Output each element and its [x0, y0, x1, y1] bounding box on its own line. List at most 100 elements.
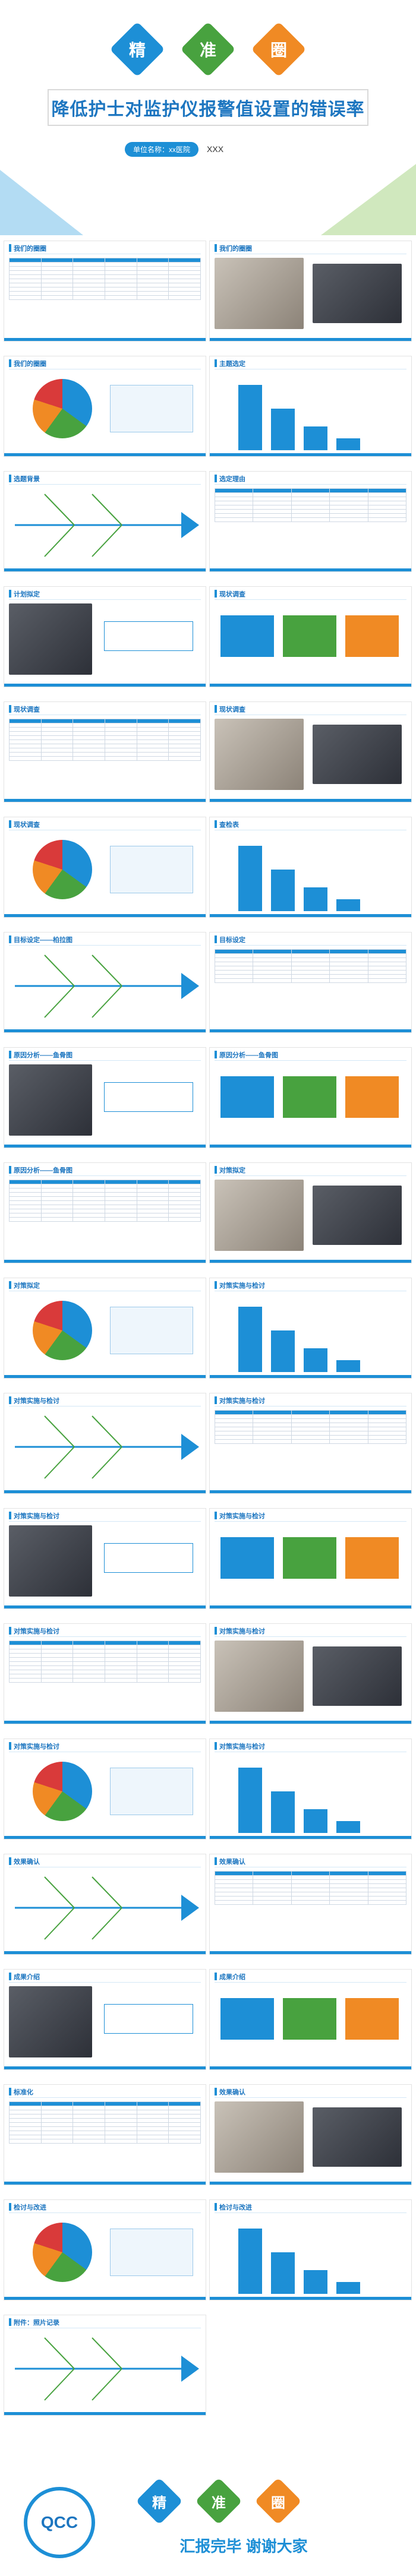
table-cell: [104, 1645, 137, 1649]
table-cell: [253, 1875, 292, 1880]
table-cell: [9, 283, 42, 287]
table-cell: [104, 1213, 137, 1218]
table-cell: [9, 723, 42, 728]
slide-footer-bar: [4, 1836, 206, 1839]
slide-footer-bar: [4, 1260, 206, 1263]
table-cell: [291, 1410, 330, 1415]
header-accent-bar: [9, 1742, 11, 1750]
table-cell: [367, 492, 407, 497]
table-cell: [136, 2110, 169, 2114]
table-cell: [104, 2118, 137, 2123]
table-cell: [40, 723, 74, 728]
table-cell: [367, 1414, 407, 1419]
table-cell: [9, 2114, 42, 2119]
header-accent-bar: [215, 590, 217, 598]
table-cell: [214, 1871, 254, 1876]
table-cell: [168, 2118, 201, 2123]
table-cell: [168, 2110, 201, 2114]
table-cell: [104, 262, 137, 267]
table-cell: [40, 1661, 74, 1666]
table-cell: [367, 949, 407, 954]
table-cell: [329, 1418, 368, 1423]
slide-body: [9, 1986, 201, 2063]
table-cell: [73, 756, 105, 761]
header-divider: [215, 2212, 406, 2213]
slide-12: 查检表: [209, 817, 412, 918]
table-cell: [136, 1192, 169, 1197]
table-cell: [136, 270, 169, 275]
table-cell: [40, 291, 74, 296]
table-cell: [329, 1883, 368, 1888]
table-cell: [136, 2126, 169, 2131]
caption-box: [104, 1082, 193, 1112]
slide-header: 现状调查: [210, 587, 411, 600]
table-cell: [168, 1192, 201, 1197]
table-cell: [9, 1184, 42, 1189]
slide-title: 对策实施与检讨: [14, 1513, 59, 1520]
cover-reporter-label: 单位名称：xx医院: [125, 141, 199, 157]
bar-graphic: [336, 899, 360, 911]
table-cell: [9, 2139, 42, 2144]
table-cell: [329, 949, 368, 954]
table-cell: [9, 274, 42, 279]
table-cell: [329, 966, 368, 971]
table-cell: [214, 1892, 254, 1897]
table-cell: [136, 735, 169, 740]
cover-slide: 精 准 圈 降低护士对监护仪报警值设置的错误率 单位名称：xx医院 XXX: [0, 0, 416, 235]
header-divider: [215, 1175, 406, 1176]
bar-graphic: [271, 2252, 295, 2294]
text-panel: [110, 1768, 193, 1815]
header-accent-bar: [215, 1627, 217, 1635]
table-row: [214, 505, 407, 510]
header-accent-bar: [215, 1742, 217, 1750]
table-cell: [291, 505, 330, 510]
table-row: [9, 727, 201, 732]
table-cell: [104, 2122, 137, 2127]
table-cell: [367, 1410, 407, 1415]
header-accent-bar: [215, 2203, 217, 2211]
table-row: [214, 962, 407, 966]
header-accent-bar: [9, 1281, 11, 1289]
fishbone-branch: [92, 1446, 122, 1479]
table-cell: [136, 1188, 169, 1193]
table-cell: [73, 262, 105, 267]
table-row: [9, 1188, 201, 1193]
table-row: [214, 497, 407, 501]
slide-title: 对策实施与检讨: [219, 1628, 265, 1635]
table-row: [214, 1435, 407, 1440]
header-accent-bar: [215, 1396, 217, 1404]
table-cell: [40, 2126, 74, 2131]
slide-footer-bar: [210, 2297, 411, 2300]
slide-body: [215, 1756, 406, 1833]
table-cell: [214, 962, 254, 966]
slide-header: 原因分析——鱼骨图: [4, 1163, 206, 1176]
slide-footer-bar: [210, 1145, 411, 1148]
table-cell: [40, 1657, 74, 1662]
table-cell: [329, 970, 368, 975]
table-cell: [291, 1896, 330, 1901]
table-cell: [73, 1184, 105, 1189]
slide-title: 我们的圈圈: [219, 245, 252, 252]
table-cell: [9, 1641, 42, 1645]
table-cell: [367, 974, 407, 979]
slide-title: 计划拟定: [14, 591, 40, 598]
table-cell: [253, 1883, 292, 1888]
header-accent-bar: [215, 475, 217, 482]
table-cell: [104, 1196, 137, 1201]
table-cell: [104, 283, 137, 287]
table-cell: [168, 1674, 201, 1679]
table-cell: [104, 756, 137, 761]
table-cell: [73, 2135, 105, 2139]
table-row: [214, 1410, 407, 1415]
slide-footer-bar: [210, 1029, 411, 1032]
table-cell: [253, 505, 292, 510]
table-cell: [168, 1665, 201, 1670]
table-cell: [73, 2101, 105, 2106]
slide-footer-bar: [210, 684, 411, 687]
table-row: [9, 283, 201, 287]
cover-diamond-row: 精 准 圈: [0, 21, 416, 77]
slide-body: [9, 1410, 201, 1487]
table-cell: [73, 1674, 105, 1679]
table-cell: [214, 509, 254, 514]
slide-title: 检讨与改进: [14, 2204, 46, 2211]
